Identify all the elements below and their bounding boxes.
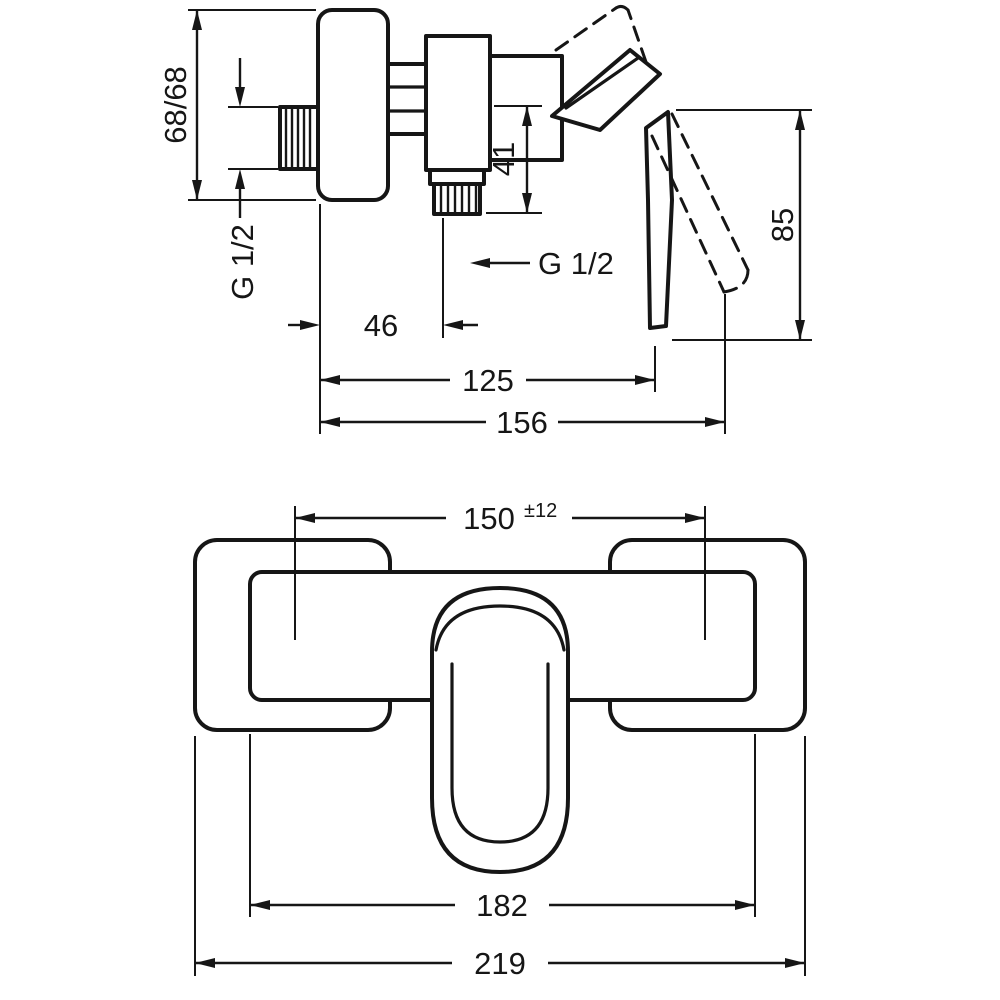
arrowhead-up [795,110,805,130]
dim-inlet-thread: G 1/2 [225,58,278,300]
dim-label-connection-distance: 150 [463,501,515,536]
wall-plate [316,8,390,202]
arrowhead-down [795,320,805,340]
dim-label-outlet-drop: 41 [486,142,521,176]
arrowhead-up [522,106,532,126]
arrowhead-right [685,513,705,523]
dim-outlet-thread: G 1/2 [470,246,614,281]
dim-label-total-width: 219 [474,946,526,981]
dim-label-depth-to-outlet: 46 [364,308,398,343]
arrowhead-right [785,958,805,968]
outlet-thread [428,168,486,216]
inlet-thread [278,105,320,171]
arrowhead-right [705,417,725,427]
dim-outlet-drop: 41 [486,105,542,214]
arrowhead-right [300,320,320,330]
arrowhead-left [443,320,463,330]
arrowhead-up [235,169,245,189]
dim-handle-length: 85 [672,109,812,341]
dim-body-width: 182 [249,734,756,923]
side-view: 68/68 G 1/2 41 G 1/2 [158,4,812,440]
arrowhead-left [320,417,340,427]
handle-front [430,586,570,874]
arrowhead-down [235,87,245,107]
dim-plate-height: 68/68 [158,9,316,201]
dim-label-connection-tolerance: ±12 [524,500,557,522]
arrowhead-right [735,900,755,910]
handle-lever [550,48,674,330]
dim-label-depth-to-handle: 125 [462,363,514,398]
arrowhead-left [470,258,490,268]
handle-open-position-dashed [554,4,750,294]
dim-label-handle-length: 85 [765,208,800,242]
dim-label-inlet-thread: G 1/2 [225,224,260,300]
arrowhead-down [522,193,532,213]
dim-connection-distance: 150 ±12 [295,500,705,536]
dim-total-depth: 156 [320,294,726,440]
arrowhead-left [250,900,270,910]
dim-label-body-width: 182 [476,888,528,923]
dim-connection-extensions [294,506,706,640]
arrowhead-left [295,513,315,523]
dim-label-plate-height: 68/68 [158,66,193,144]
dim-depth-to-outlet: 46 [288,204,478,434]
dim-label-outlet-thread: G 1/2 [538,246,614,281]
front-view: 150 ±12 182 219 [193,500,807,981]
arrowhead-up [192,10,202,30]
arrowhead-left [195,958,215,968]
arrowhead-right [635,375,655,385]
arrowhead-left [320,375,340,385]
dim-total-width: 219 [194,736,806,981]
dim-label-total-depth: 156 [496,405,548,440]
arrowhead-down [192,180,202,200]
dim-depth-to-handle: 125 [320,346,656,398]
hex-nut [386,62,428,136]
